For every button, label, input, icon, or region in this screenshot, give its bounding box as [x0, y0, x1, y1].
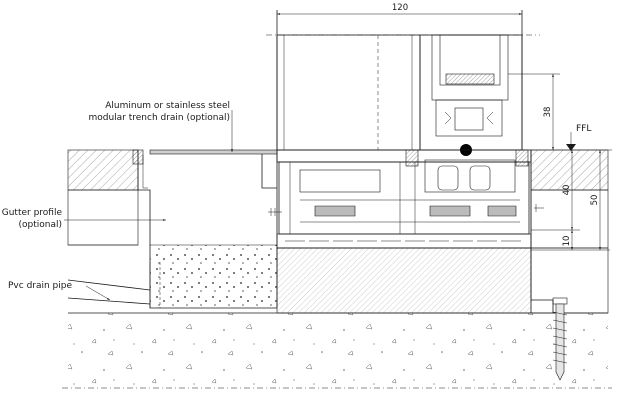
dimension-10-label: 10 — [562, 236, 572, 247]
pvc-drain-pipe — [67, 262, 161, 308]
trench-drain — [132, 149, 278, 309]
dimension-50-label: 50 — [590, 195, 600, 206]
dimension-10: 10 — [531, 229, 610, 251]
concrete-slab — [62, 312, 612, 389]
gutter-profile-label-line-1: Gutter profile — [2, 208, 63, 218]
trench-drain-label-line-2: modular trench drain (optional) — [88, 113, 230, 123]
callout-trench-drain: Aluminum or stainless steel modular tren… — [88, 101, 233, 152]
ffl-marker: FFL — [531, 124, 612, 151]
window-frame — [266, 10, 540, 249]
anchor-bolt — [530, 150, 568, 381]
dimension-50: 50 — [590, 150, 601, 250]
callout-pvc-drain-pipe: Pvc drain pipe — [8, 281, 111, 301]
trench-drain-label-line-1: Aluminum or stainless steel — [105, 101, 230, 111]
dimension-40-label: 40 — [562, 185, 572, 196]
dimension-40: 40 — [562, 150, 573, 230]
dimension-120: 120 — [392, 3, 408, 13]
floor-screed — [276, 247, 532, 314]
right-floor-finish — [530, 149, 609, 314]
ffl-label: FFL — [576, 124, 591, 134]
dimension-38: 38 — [508, 73, 560, 150]
left-floor-finish — [67, 149, 139, 246]
callout-gutter-profile: Gutter profile (optional) — [2, 208, 166, 230]
dimension-38-label: 38 — [543, 107, 553, 118]
gutter-profile-label-line-2: (optional) — [19, 220, 63, 230]
dimension-width: 120 — [277, 3, 522, 15]
pvc-drain-pipe-label: Pvc drain pipe — [8, 281, 72, 291]
